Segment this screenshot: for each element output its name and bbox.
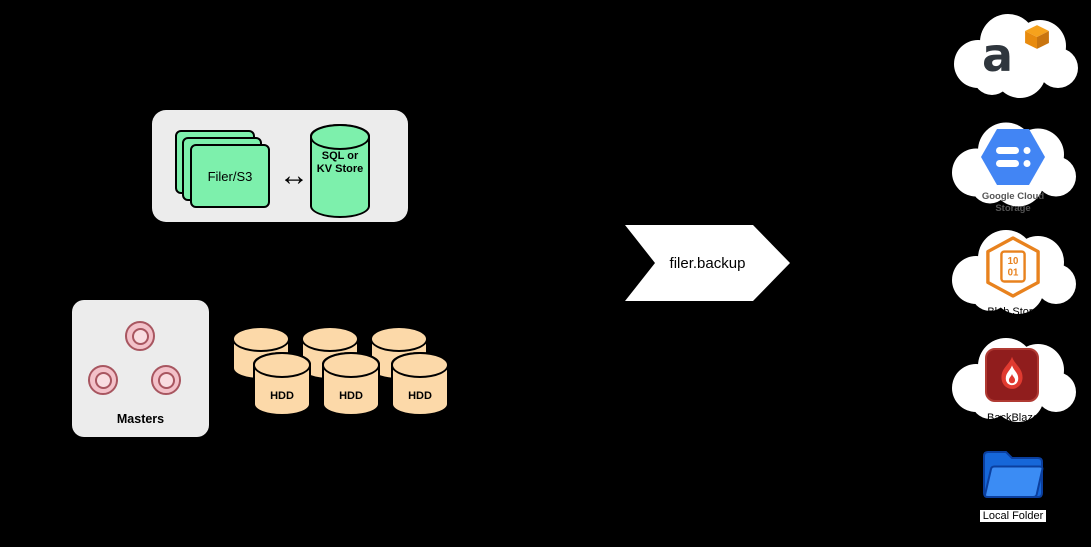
- sql-kv-store-cylinder: SQL or KV Store: [310, 124, 370, 218]
- masters-group-box: Masters: [72, 300, 209, 437]
- sync-double-arrow-icon: ↔: [279, 159, 309, 192]
- hdd-cylinder-front-3: HDD: [391, 352, 449, 416]
- blob-digits-row1: 10: [1008, 256, 1019, 267]
- master-node-icon-3: [151, 365, 181, 395]
- backblaze-square-icon: [985, 348, 1039, 402]
- hdd-label-3: HDD: [408, 390, 432, 402]
- master-node-icon-2: [88, 365, 118, 395]
- master-node-icon-1: [125, 321, 155, 351]
- destination-aws-s3: a: [940, 6, 1090, 106]
- local-folder-label: Local Folder: [968, 510, 1058, 522]
- filer-backup-label: filer.backup: [669, 254, 746, 272]
- masters-label: Masters: [116, 412, 165, 426]
- amazon-a-letter: a: [982, 28, 1014, 82]
- destination-google-cloud-storage: Google Cloud Storage: [938, 113, 1088, 216]
- hdd-cylinder-front-2: HDD: [322, 352, 380, 416]
- hdd-cylinder-front-1: HDD: [253, 352, 311, 416]
- filer-label: Filer/S3: [207, 168, 253, 184]
- s3-cube-icon: [1025, 25, 1049, 49]
- backup-arrow-shape-icon: [625, 225, 790, 301]
- filer-node: Filer/S3: [190, 144, 270, 208]
- blob-digits-row2: 01: [1008, 268, 1019, 279]
- destination-blob-store: 10 01 Blob Store: [938, 222, 1088, 322]
- gcs-label-line2: Storage: [995, 203, 1031, 215]
- hdd-label-2: HDD: [339, 390, 363, 402]
- filer-backup-arrow: filer.backup: [625, 225, 790, 301]
- blob-store-hexagon-icon: 10 01: [986, 236, 1040, 298]
- backblaze-label: BackBlaze: [987, 412, 1039, 424]
- blob-store-label: Blob Store: [987, 306, 1039, 318]
- gcs-label-line1: Google Cloud: [981, 191, 1045, 202]
- cloud-icon: [954, 14, 1078, 98]
- folder-icon: [983, 451, 1044, 498]
- gcs-hexagon-icon: [981, 129, 1045, 185]
- destination-local-folder: Local Folder: [968, 446, 1058, 530]
- gcs-label: Google Cloud Storage: [938, 191, 1088, 216]
- hdd-label-1: HDD: [270, 390, 294, 402]
- flame-icon: [1001, 356, 1023, 389]
- sql-kv-store-label: SQL or KV Store: [316, 150, 364, 176]
- destination-backblaze: BackBlaze: [938, 330, 1088, 430]
